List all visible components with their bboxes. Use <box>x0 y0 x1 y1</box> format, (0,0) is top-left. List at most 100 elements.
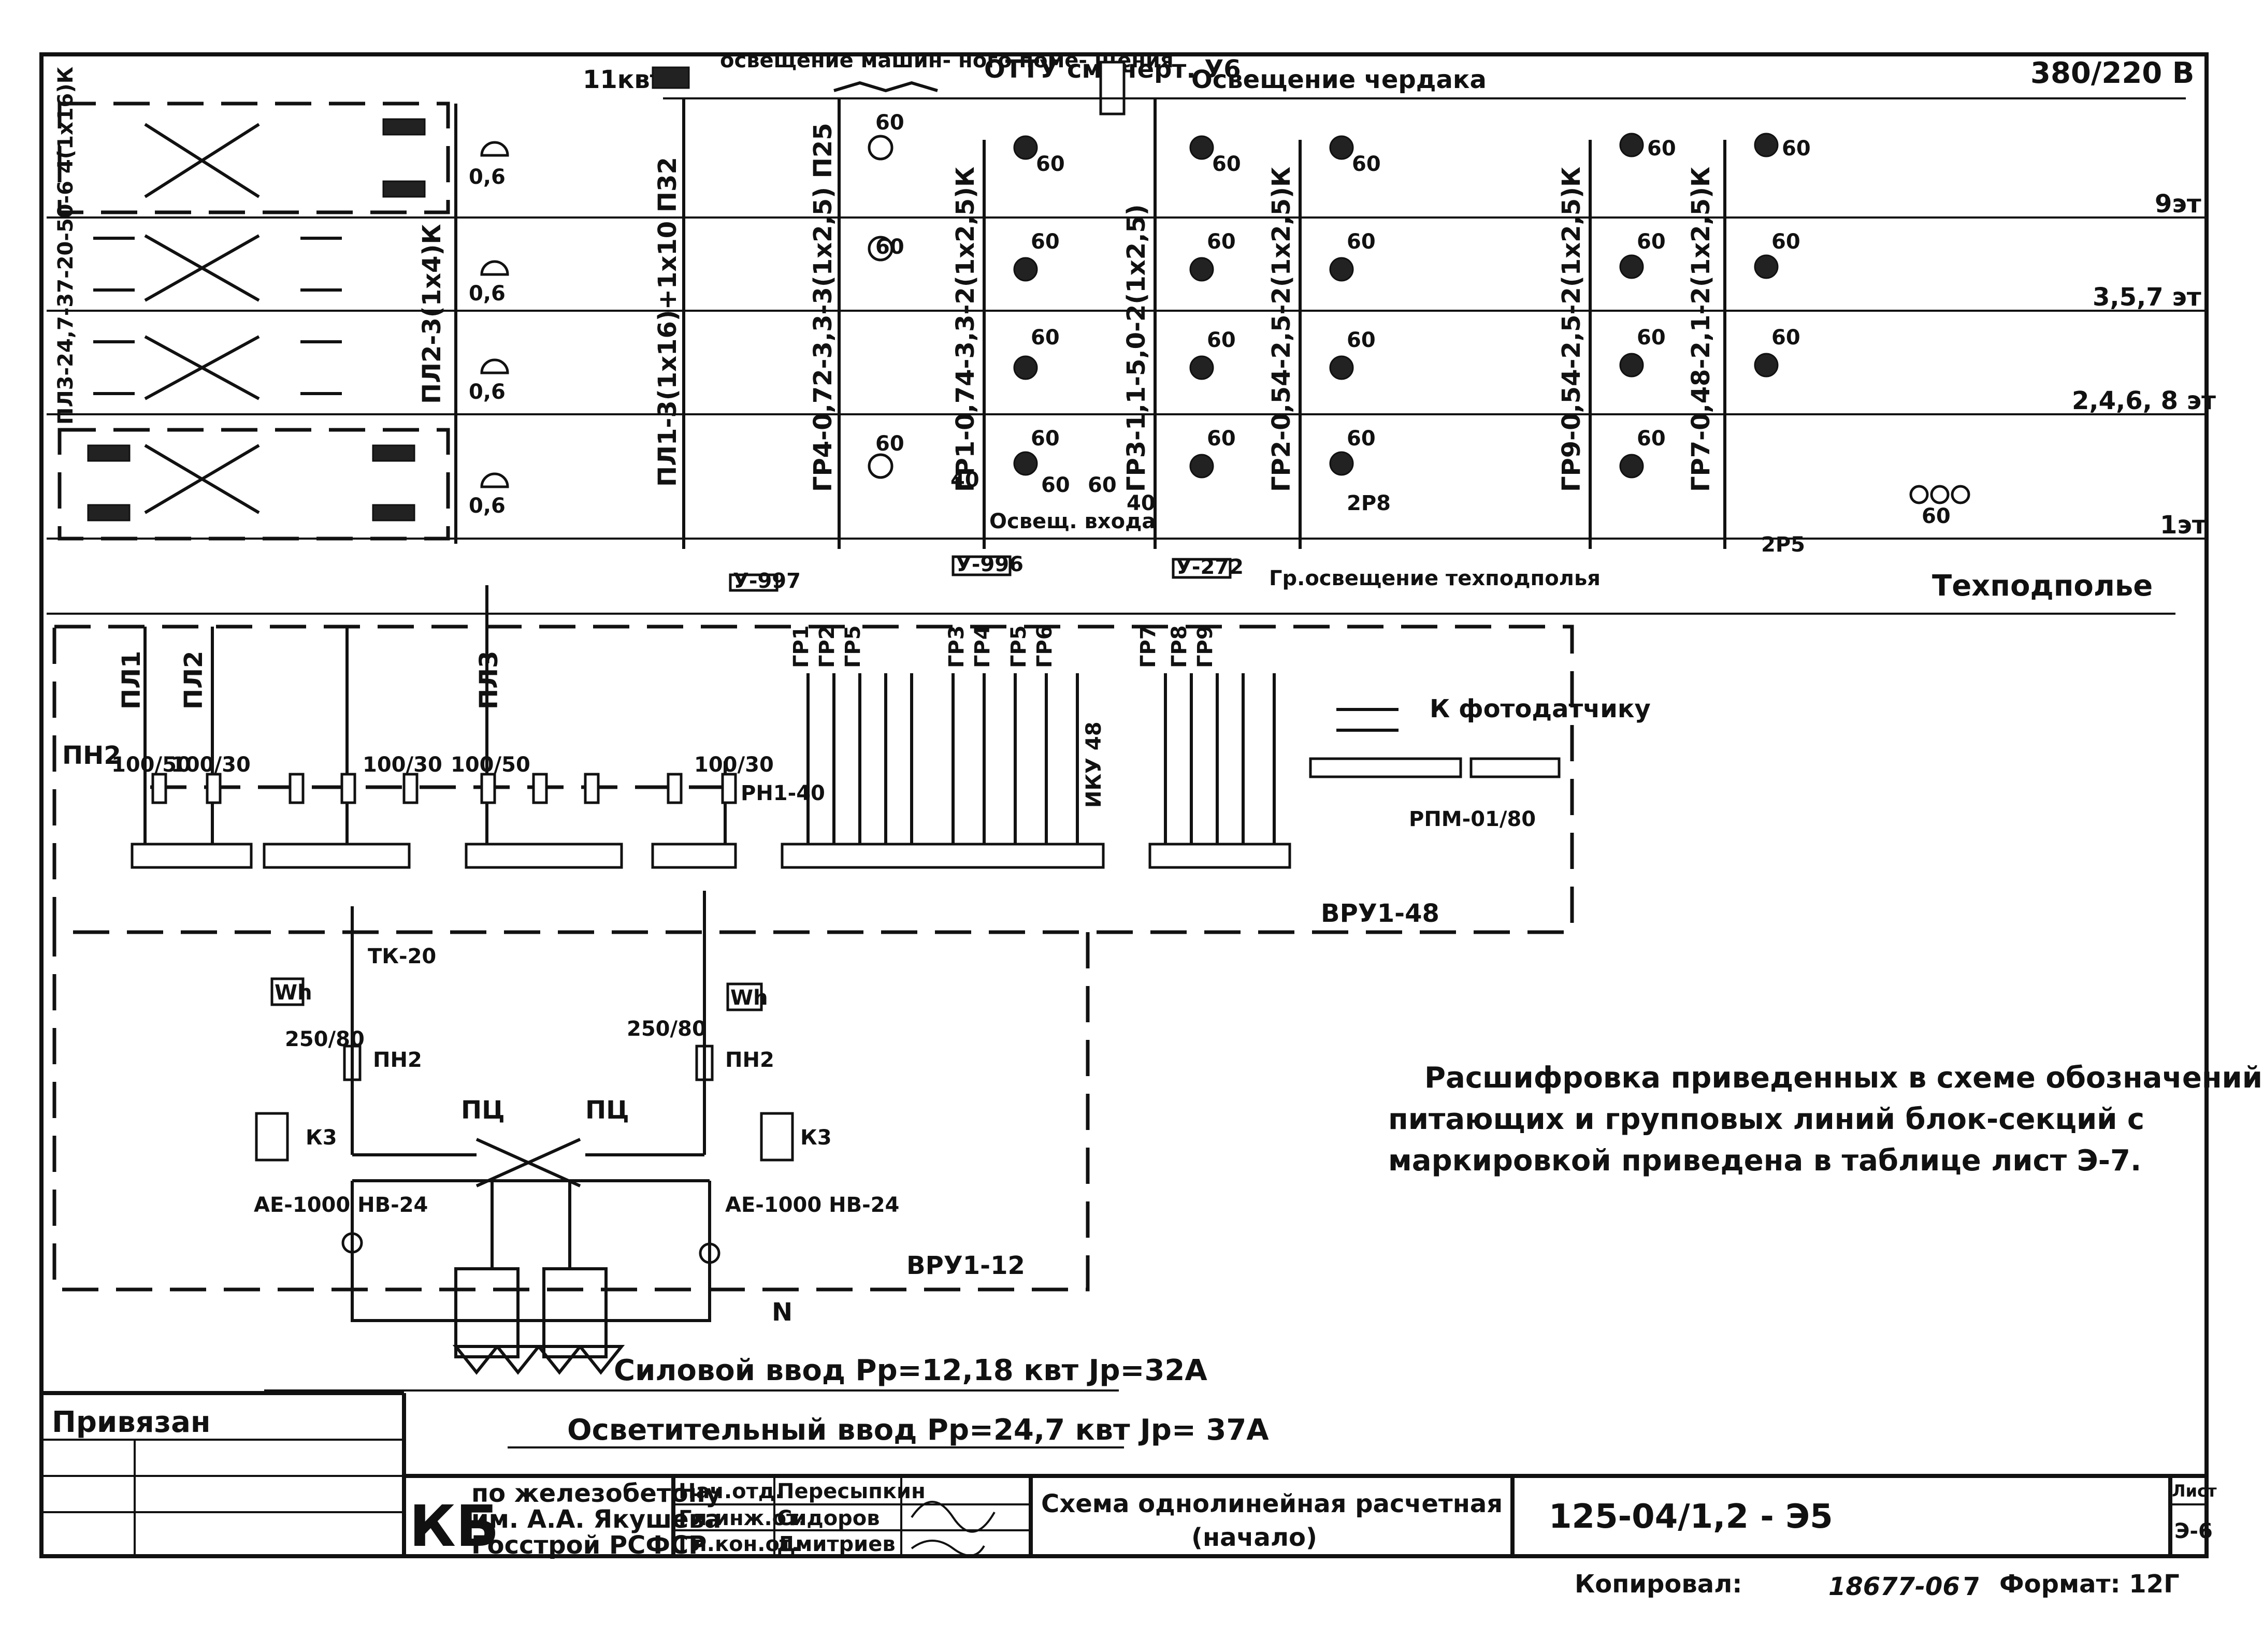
lamp-icon <box>1619 353 1644 378</box>
breaker-label: ГР5 <box>1007 625 1031 668</box>
fuse-rating-label: 100/30 <box>171 753 251 777</box>
lamp-icon <box>1754 133 1779 157</box>
doc-code: 125-04/1,2 - Э5 <box>1549 1498 1833 1536</box>
fuse-icon <box>402 773 419 804</box>
k3-label: К3 <box>306 1126 337 1150</box>
org-line-1: по железобетону <box>471 1479 722 1508</box>
org-line-2: им. А.А. Якушева <box>471 1505 721 1534</box>
pn2-label: ПН2 <box>62 741 121 770</box>
fuse-rating-label: 100/30 <box>694 753 774 777</box>
lamp-icon <box>1329 135 1354 160</box>
top-power-label: 11квт <box>583 65 665 94</box>
junction-box-y996 <box>952 555 1012 576</box>
lamp-watt-label: 60 <box>1041 473 1070 497</box>
floor-2468-label: 2,4,6, 8 эт <box>2072 386 2216 415</box>
privyazan-label: Привязан <box>52 1405 211 1439</box>
name-label: Дмитриев <box>777 1532 896 1556</box>
breaker-label: ГР6 <box>1033 625 1057 668</box>
lamp-icon <box>1930 485 1950 504</box>
breaker-label: ГР4 <box>971 625 994 668</box>
junction-box-y997 <box>729 573 779 592</box>
lighting-input-label: Осветительный ввод Рр=24,7 квт Jр= 37А <box>567 1413 1269 1447</box>
lamp-watt-label: 60 <box>1036 152 1065 176</box>
breaker-label: ГР2 <box>815 625 839 668</box>
junction-box-label: У-997 <box>733 569 801 593</box>
lamp-watt-label: 60 <box>1647 137 1676 161</box>
copy-number: 18677-06 <box>1828 1572 1960 1601</box>
power-input-label: Силовой ввод Рр=12,18 квт Jр=32А <box>614 1354 1207 1387</box>
elevator-cross-wiring <box>144 123 260 514</box>
lamp-icon <box>1329 257 1354 282</box>
gr7-riser-label: ГР7-0,48-2,1-2(1x2,5)К <box>1687 167 1716 492</box>
lamp-0.6-label: 0,6 <box>469 165 506 189</box>
attic-light-label: Освещение чердака <box>1191 65 1487 94</box>
group-breaker-labels: ГР1 ГР2 ГР5 ГР3 ГР4 ГР5 ГР6 ГР7 ГР8 ГР9 <box>789 625 1217 668</box>
role-label: Нач.отд. <box>679 1480 783 1503</box>
breaker-label: ГР7 <box>1136 625 1160 668</box>
wh-meter-label: Wh <box>730 986 768 1010</box>
input-fuse-label: ПН2 <box>373 1048 422 1072</box>
lamp-icon <box>1013 257 1038 282</box>
lamp-watt-label: 60 <box>1771 326 1800 350</box>
lamp-watt-label: 60 <box>875 111 904 135</box>
lamp-icon <box>1754 353 1779 378</box>
ae-breaker-right-label: АЕ-1000 НВ-24 <box>725 1193 899 1217</box>
lamp-icon <box>1189 257 1214 282</box>
note-line-3: маркировкой приведена в таблице лист Э-7… <box>1388 1144 2141 1178</box>
lamp-watt-label: 60 <box>1088 473 1117 497</box>
elevator-contact-icon <box>372 504 415 521</box>
lamp-60-labels: 60 60 60 60 60 60 60 60 60 60 60 60 60 6… <box>875 111 1951 528</box>
lamp-watt-label: 60 <box>1031 230 1060 254</box>
floor-1-label: 1эт <box>2160 511 2207 540</box>
floor-9-label: 9эт <box>2155 190 2201 219</box>
drawing-title-line-2: (начало) <box>1191 1523 1317 1552</box>
machine-room-lamps <box>833 81 938 93</box>
fuse-icon <box>667 773 683 804</box>
fuse-icon <box>151 773 167 804</box>
wh-meter-icon <box>726 982 763 1011</box>
sheet-number: Э-6 <box>2174 1519 2213 1543</box>
lamp-icon <box>1619 254 1644 279</box>
bell-lamp-icon <box>480 141 509 488</box>
lamp-icon <box>1329 355 1354 380</box>
lamp-watt-label: 60 <box>1207 328 1236 352</box>
breaker-label: ГР1 <box>789 625 813 668</box>
fuse-icon <box>289 773 305 804</box>
lamp-watt-label: 60 <box>1782 137 1811 161</box>
k3-label: К3 <box>800 1126 832 1150</box>
lamp-watt-label: 60 <box>875 432 904 456</box>
lamp-watt-label: 60 <box>1212 152 1241 176</box>
elevator-arrows <box>93 237 342 395</box>
lamp-icon <box>868 236 893 262</box>
lamp-icon <box>1013 451 1038 476</box>
voltage-label: 380/220 В <box>2030 56 2194 90</box>
terminal-strip <box>651 843 737 869</box>
note-line-2: питающих и групповых линий блок-секций с <box>1388 1103 2144 1136</box>
note-line-1: Расшифровка приведенных в схеме обозначе… <box>1424 1061 2262 1095</box>
lamp-icon <box>1013 355 1038 380</box>
terminal-strip <box>1148 843 1291 869</box>
lamp-watt-label: 60 <box>1922 504 1951 528</box>
kb-label: КБ <box>409 1493 499 1559</box>
tk20-label: ТК-20 <box>368 945 436 968</box>
pl2-feeder-label: ПЛ2 <box>179 651 208 709</box>
lamp-0.6-label: 0,6 <box>469 380 506 404</box>
elevator-contact-icon <box>87 444 131 462</box>
lamp-0.6-label: 0,6 <box>469 494 506 518</box>
ottu-transformer-icon <box>1099 61 1126 115</box>
lamp-watt-label: 60 <box>1637 326 1666 350</box>
name-label: Пересыпкин <box>777 1480 926 1503</box>
lamp-icon <box>1013 135 1038 160</box>
elevator-contact-icon <box>87 504 131 521</box>
machine-room-light-label: освещение машин- ного поме- щения <box>720 49 1174 73</box>
lamp-icon <box>1619 454 1644 479</box>
photosensor-terminal-strip <box>1469 757 1561 778</box>
entrance-light-label: Освещ. входа <box>989 510 1156 533</box>
role-label: Гл.кон.от. <box>679 1532 799 1556</box>
signature-marks <box>911 1501 996 1557</box>
lamp-watt-label: 60 <box>1347 427 1376 451</box>
copied-label: Копировал: <box>1575 1570 1742 1599</box>
sheet-frame <box>39 52 2209 1558</box>
elevator-box-top <box>57 102 450 214</box>
junction-box-label: У-996 <box>956 553 1024 576</box>
